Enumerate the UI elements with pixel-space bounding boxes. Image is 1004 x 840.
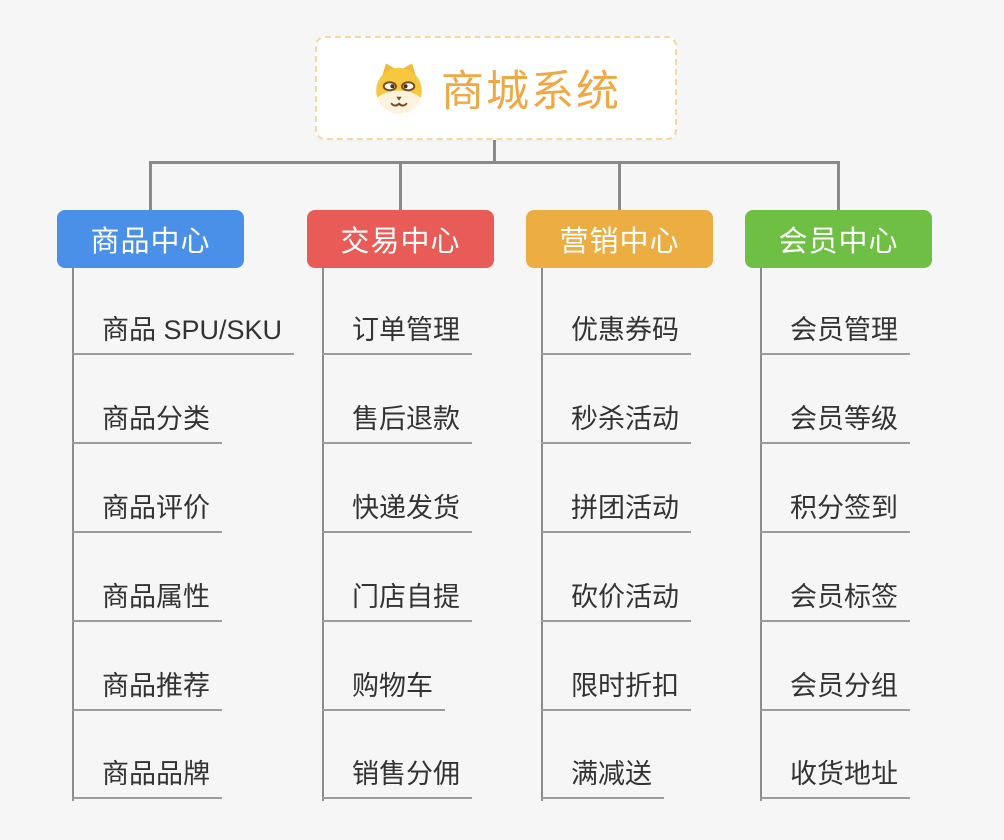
list-item[interactable]: 会员等级: [760, 402, 910, 444]
branch-label: 交易中心: [340, 226, 461, 258]
branch-node-product[interactable]: 商品中心: [57, 210, 244, 268]
list-item[interactable]: 商品属性: [72, 580, 222, 622]
list-item[interactable]: 商品 SPU/SKU: [72, 313, 295, 355]
connector-line: [149, 161, 840, 164]
branch-node-trade[interactable]: 交易中心: [307, 210, 494, 268]
connector-line: [72, 268, 74, 801]
connector-line: [149, 161, 152, 211]
connector-line: [322, 268, 324, 801]
branch-node-member[interactable]: 会员中心: [745, 210, 932, 268]
connector-line: [399, 161, 402, 211]
branch-node-marketing[interactable]: 营销中心: [526, 210, 713, 268]
list-item[interactable]: 积分签到: [760, 491, 910, 533]
list-item[interactable]: 会员分组: [760, 669, 910, 711]
list-item[interactable]: 会员管理: [760, 313, 910, 355]
list-item[interactable]: 优惠券码: [541, 313, 691, 355]
root-node[interactable]: 商城系统: [315, 36, 677, 140]
dog-face-icon: [371, 60, 427, 116]
branch-label: 会员中心: [778, 226, 899, 258]
list-item[interactable]: 销售分佣: [322, 757, 472, 799]
list-item[interactable]: 收货地址: [760, 757, 910, 799]
connector-line: [837, 161, 840, 211]
list-item[interactable]: 购物车: [322, 669, 445, 711]
branch-label: 商品中心: [90, 226, 211, 258]
connector-line: [541, 268, 543, 801]
connector-line: [618, 161, 621, 211]
list-item[interactable]: 商品品牌: [72, 757, 222, 799]
list-item[interactable]: 砍价活动: [541, 580, 691, 622]
item-column-trade: 订单管理售后退款快递发货门店自提购物车销售分佣: [322, 268, 552, 801]
list-item[interactable]: 门店自提: [322, 580, 472, 622]
root-title: 商城系统: [441, 68, 621, 116]
list-item[interactable]: 秒杀活动: [541, 402, 691, 444]
branch-label: 营销中心: [559, 226, 680, 258]
list-item[interactable]: 会员标签: [760, 580, 910, 622]
list-item[interactable]: 拼团活动: [541, 491, 691, 533]
list-item[interactable]: 售后退款: [322, 402, 472, 444]
list-item[interactable]: 订单管理: [322, 313, 472, 355]
connector-line: [493, 140, 496, 163]
list-item[interactable]: 商品推荐: [72, 669, 222, 711]
list-item[interactable]: 满减送: [541, 757, 664, 799]
item-column-marketing: 优惠券码秒杀活动拼团活动砍价活动限时折扣满减送: [541, 268, 771, 801]
list-item[interactable]: 快递发货: [322, 491, 472, 533]
item-column-product: 商品 SPU/SKU 商品分类商品评价商品属性商品推荐商品品牌: [72, 268, 302, 801]
item-column-member: 会员管理会员等级积分签到会员标签会员分组收货地址: [760, 268, 990, 801]
list-item[interactable]: 商品分类: [72, 402, 222, 444]
list-item[interactable]: 限时折扣: [541, 669, 691, 711]
list-item[interactable]: 商品评价: [72, 491, 222, 533]
connector-line: [760, 268, 762, 801]
